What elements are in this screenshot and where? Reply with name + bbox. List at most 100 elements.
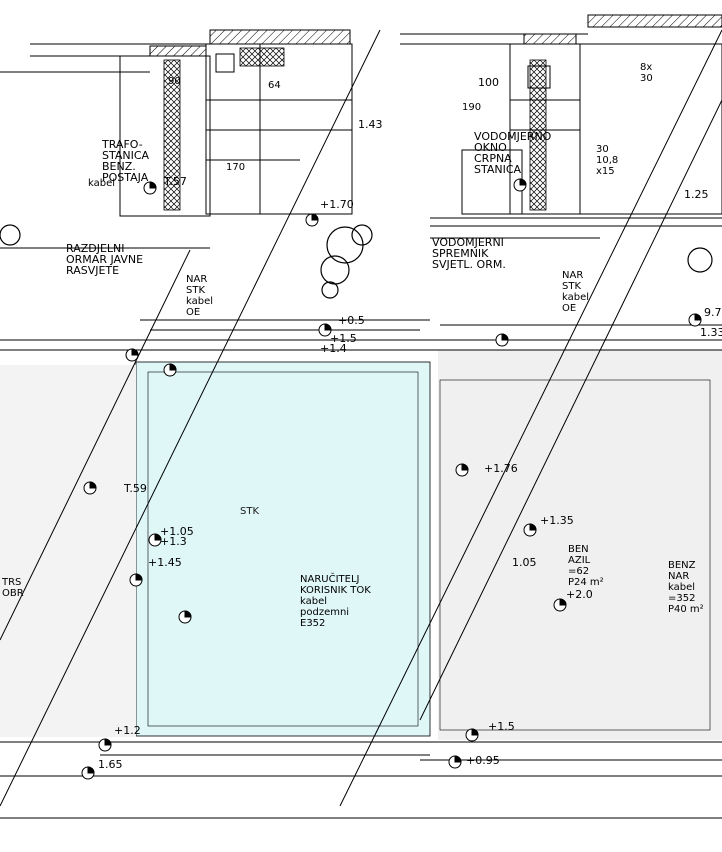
- label-line: 10,8: [596, 155, 618, 166]
- label-line: CRPNA: [474, 152, 512, 165]
- label-line: kabel: [186, 296, 213, 307]
- label-line: P24 m²: [568, 577, 604, 588]
- wall-hatch-top-left: [209, 29, 351, 45]
- level-markers: [81, 178, 702, 780]
- label-line: =62: [568, 566, 589, 577]
- label-line: OBR: [2, 588, 24, 599]
- level-value: 1.25: [684, 188, 709, 201]
- label-room-170: 170: [226, 162, 245, 173]
- label-line: =352: [668, 593, 695, 604]
- label-line: BENZ.: [102, 160, 136, 173]
- label-line: OKNO: [474, 141, 507, 154]
- label-line: RASVJETE: [66, 264, 119, 277]
- terrace-left: [0, 365, 136, 737]
- label-line: VODOMJERNO: [474, 130, 552, 143]
- building-right: [400, 33, 722, 227]
- level-value: +1.76: [484, 462, 518, 475]
- label-room-64: 64: [268, 80, 281, 91]
- level-value: 1.05: [512, 556, 537, 569]
- tree-cluster: [0, 224, 713, 299]
- level-value: +1.4: [320, 342, 347, 355]
- label-line: kabel: [300, 596, 327, 607]
- terrace-right: [438, 350, 722, 740]
- label-pool-center: STK: [240, 506, 259, 517]
- label-line: BEN: [568, 544, 589, 555]
- label-line: NAR: [186, 274, 207, 285]
- label-line: POSTAJA: [102, 171, 149, 184]
- level-value: 1.43: [358, 118, 383, 131]
- label-kabel: kabel: [88, 178, 115, 189]
- wall-hatch-right-mid: [523, 33, 577, 45]
- label-line: SPREMNIK: [432, 247, 489, 260]
- terrace-edge: [439, 379, 711, 731]
- boundary-lines: [0, 29, 722, 819]
- level-value: +1.35: [540, 514, 574, 527]
- level-value: T.57: [163, 175, 187, 188]
- label-line: NARUČITELJ: [300, 572, 359, 585]
- level-value: T.59: [123, 482, 147, 495]
- label-line: TRAFO-: [101, 138, 143, 151]
- label-line: 30: [640, 73, 653, 84]
- pool-edge: [147, 371, 419, 727]
- label-line: 8x: [640, 62, 652, 73]
- label-line: NAR: [668, 571, 689, 582]
- level-value: +1.45: [148, 556, 182, 569]
- level-value: 1.33: [700, 326, 722, 339]
- building-left: [0, 43, 353, 217]
- label-line: KORISNIK TOK: [300, 585, 371, 596]
- level-value: 100: [478, 76, 499, 89]
- label-line: P40 m²: [668, 604, 704, 615]
- wall-xhatch-mid: [239, 47, 285, 67]
- label-line: TRS: [1, 577, 21, 588]
- level-value: +0.95: [466, 754, 500, 767]
- label-line: STANICA: [102, 149, 150, 162]
- label-line: STANICA: [474, 163, 522, 176]
- wall-xhatch-left: [163, 59, 181, 211]
- label-line: STK: [562, 281, 581, 292]
- label-line: kabel: [562, 292, 589, 303]
- level-value: +1.3: [160, 535, 187, 548]
- level-value: +1.05: [160, 525, 194, 538]
- level-value: +1.5: [488, 720, 515, 733]
- label-line: RAZDJELNI: [66, 242, 125, 255]
- level-value: +0.5: [338, 314, 365, 327]
- level-value: +1.2: [114, 724, 141, 737]
- label-line: 30: [596, 144, 609, 155]
- level-value: 1.65: [98, 758, 123, 771]
- label-line: BENZ: [668, 560, 696, 571]
- label-line: ORMAR JAVNE: [66, 253, 143, 266]
- label-line: STK: [186, 285, 205, 296]
- label-line: OE: [562, 303, 576, 314]
- level-value: +1.70: [320, 198, 354, 211]
- level-value: +1.5: [330, 332, 357, 345]
- level-value: +2.0: [566, 588, 593, 601]
- wall-hatch-left: [149, 45, 207, 57]
- label-line: VODOMJERNI: [432, 236, 504, 249]
- pool-area: [135, 361, 431, 737]
- wall-xhatch-right: [529, 59, 547, 211]
- label-line: x15: [596, 166, 615, 177]
- label-room-190: 190: [462, 102, 481, 113]
- label-line: NAR: [562, 270, 583, 281]
- label-line: kabel: [668, 582, 695, 593]
- label-line: SVJETL. ORM.: [432, 258, 506, 271]
- label-line: OE: [186, 307, 200, 318]
- label-room-90: 90: [168, 76, 181, 87]
- label-line: E352: [300, 618, 325, 629]
- label-line: podzemni: [300, 607, 349, 618]
- wall-hatch-top-right: [587, 14, 722, 28]
- level-value: 9.7: [704, 306, 722, 319]
- label-line: AZIL: [568, 555, 591, 566]
